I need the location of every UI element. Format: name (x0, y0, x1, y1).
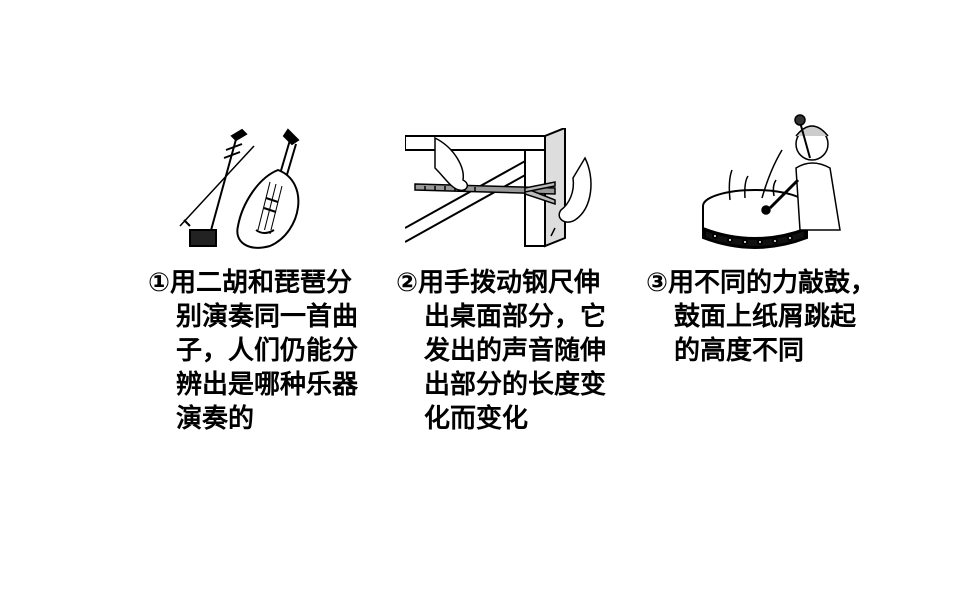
caption-line: ①用二胡和琵琶分 (148, 266, 358, 300)
caption-line: ③用不同的力敲鼓， (646, 266, 876, 300)
caption-line: 辨出是哪种乐器 (176, 370, 359, 400)
panel-number: ② (396, 268, 419, 298)
caption-line: 鼓面上纸屑跳起 (674, 302, 857, 332)
steel-ruler-illustration (405, 128, 605, 248)
caption-line: 的高度不同 (674, 336, 805, 366)
hand-icon (434, 136, 592, 237)
caption-panel-1: ①用二胡和琵琶分 别演奏同一首曲 子，人们仍能分 辨出是哪种乐器 演奏的 (148, 266, 358, 436)
caption-line: 化而变化 (424, 404, 529, 434)
caption-line: 别演奏同一首曲 (176, 302, 359, 332)
pipa-icon (236, 128, 300, 249)
panel-number: ① (148, 268, 171, 298)
panel-number: ③ (646, 268, 669, 298)
caption-panel-3: ③用不同的力敲鼓， 鼓面上纸屑跳起 的高度不同 (646, 266, 876, 368)
drum-illustration (700, 110, 850, 255)
caption-line: 子，人们仍能分 (176, 336, 359, 366)
caption-line: 出部分的长度变 (424, 370, 607, 400)
caption-line: 出桌面部分，它 (424, 302, 607, 332)
erhu-pipa-illustration (170, 122, 320, 252)
caption-text: 用二胡和琵琶分 (170, 268, 353, 298)
caption-text: 用手拨动钢尺伸 (418, 268, 601, 298)
drummer-icon (761, 114, 841, 231)
erhu-icon (179, 128, 255, 247)
drum-icon (702, 189, 808, 249)
caption-line: ②用手拨动钢尺伸 (396, 266, 606, 300)
steel-ruler-icon (414, 181, 556, 206)
caption-line: 发出的声音随伸 (424, 336, 607, 366)
caption-text: 用不同的力敲鼓， (668, 268, 877, 298)
paper-bits-icon (728, 149, 783, 201)
caption-line: 演奏的 (176, 404, 255, 434)
caption-panel-2: ②用手拨动钢尺伸 出桌面部分，它 发出的声音随伸 出部分的长度变 化而变化 (396, 266, 606, 436)
